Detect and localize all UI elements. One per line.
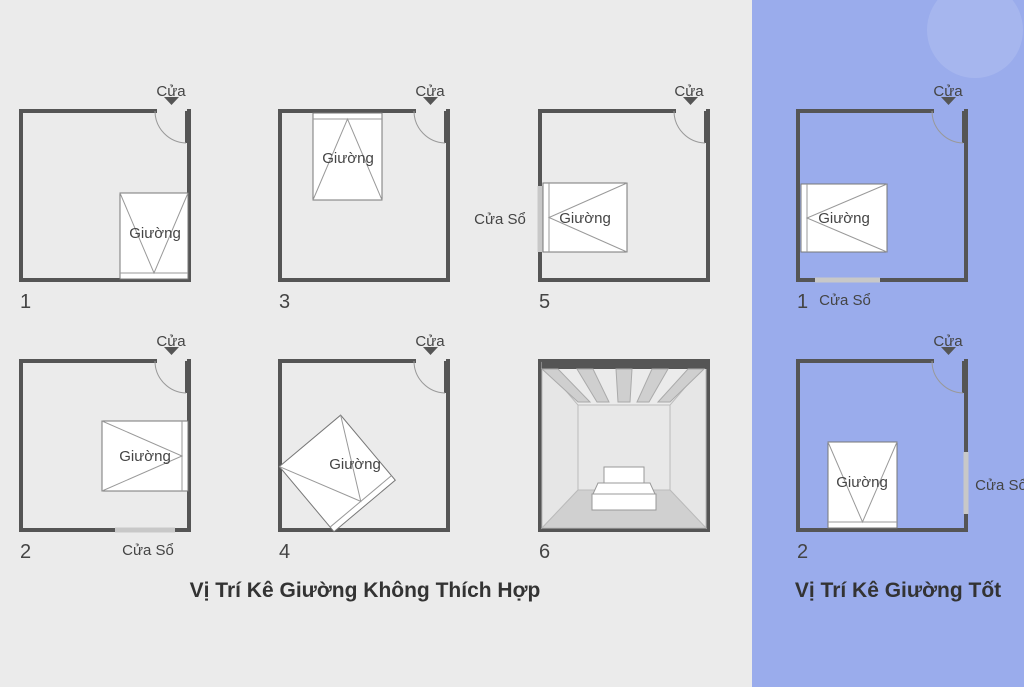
room-number: 3 [279,291,290,313]
bed [827,441,898,529]
window-label: Cửa Sổ [474,211,526,228]
door-swing-arc [413,360,446,394]
ceiling-beam [576,368,610,403]
bed-lines [827,441,898,524]
room-wall [796,109,968,282]
room-number: 2 [20,541,31,563]
bed-lines [101,420,184,492]
bed [119,192,189,280]
room-number: 1 [20,291,31,313]
ceiling-bar [542,361,708,369]
door-label: Cửa [415,83,445,100]
door-arrow-icon [683,97,698,105]
door-label: Cửa [933,333,963,350]
door-label: Cửa [156,83,186,100]
bed-outline [119,192,189,280]
bed-lines [279,415,392,528]
bed-lines [547,182,628,253]
room-number: 2 [797,541,808,563]
bed [101,420,189,492]
ceiling-beam [656,368,706,403]
window-label: Cửa Sổ [122,542,174,559]
door-arrow-icon [164,97,179,105]
room-wall [19,109,191,282]
bed-label: Giường [119,448,171,465]
door-arrow-icon [941,347,956,355]
ceiling-beam [615,368,633,403]
bed-lines [119,192,189,275]
bed-label: Giường [322,150,374,167]
bed-outline [827,441,898,529]
room-wall [538,109,710,282]
bed [312,112,383,201]
room-number: 4 [279,541,290,563]
bed [800,183,888,253]
bed-label: Giường [836,474,888,491]
ceiling-beam [636,368,669,403]
door-swing-arc [154,360,187,394]
bed-top [592,482,656,495]
bed-headboard [603,466,645,484]
door-swing-arc [931,110,964,144]
bed-outline [101,420,189,492]
window-label: Cửa Sổ [975,477,1024,494]
bed-label: Giường [129,225,181,242]
door-swing-arc [413,110,446,144]
window-label: Cửa Sổ [819,292,871,309]
bed-outline [278,414,396,533]
door-arrow-icon [941,97,956,105]
room-number: 5 [539,291,550,313]
bed-outline [800,183,888,253]
bed-label: Giường [818,210,870,227]
door-arrow-icon [423,97,438,105]
bed-lines [312,117,383,201]
room-wall [278,359,450,532]
decorative-circle [927,0,1023,78]
bed-lines [805,183,888,253]
room-wall [19,359,191,532]
bed [542,182,628,253]
bed-outline [312,112,383,201]
room-number: 1 [797,291,808,313]
door-swing-arc [931,360,964,394]
door-label: Cửa [415,333,445,350]
door-label: Cửa [674,83,704,100]
bed-front [591,493,657,511]
door-swing-arc [154,110,187,144]
room-6-perspective [540,361,708,530]
bad-section-title: Vị Trí Kê Giường Không Thích Hợp [190,579,541,602]
room-number: 6 [539,541,550,563]
door-label: Cửa [933,83,963,100]
door-label: Cửa [156,333,186,350]
bed [278,414,396,533]
bed-outline [542,182,628,253]
ceiling-beam [540,368,592,403]
bed-label: Giường [559,210,611,227]
door-arrow-icon [423,347,438,355]
bed-label: Giường [329,456,381,473]
room-wall [278,109,450,282]
good-section-title: Vị Trí Kê Giường Tốt [795,579,1001,602]
door-arrow-icon [164,347,179,355]
door-swing-arc [673,110,706,144]
